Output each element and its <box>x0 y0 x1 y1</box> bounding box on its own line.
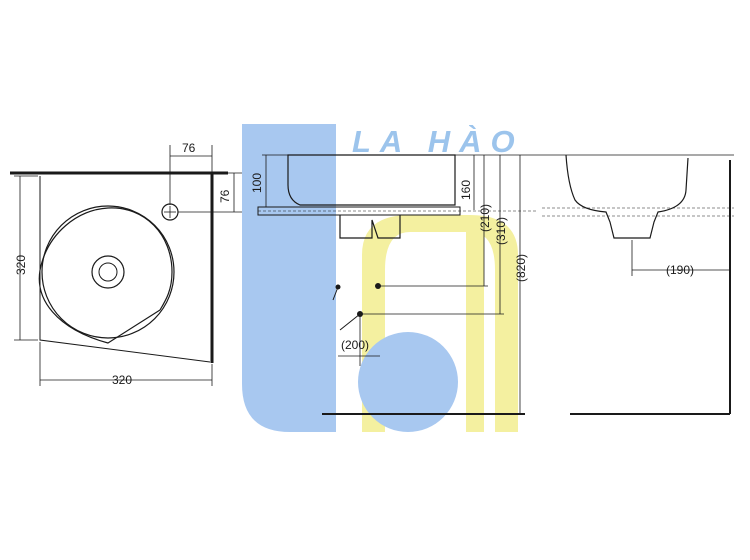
supply-point <box>375 283 381 289</box>
basin-outline <box>38 207 173 344</box>
dim-76-horizontal: 76 <box>182 141 196 155</box>
dim-76-vertical: 76 <box>218 189 232 203</box>
side-view: (190) <box>536 154 734 415</box>
watermark-text: LA HÀO <box>352 124 524 159</box>
dim-190: (190) <box>666 263 694 277</box>
dim-320-horizontal: 320 <box>112 373 132 387</box>
watermark-blue-circle <box>358 332 458 432</box>
dim-100: 100 <box>250 173 264 193</box>
side-basin <box>565 154 689 239</box>
drain-outer <box>91 255 125 289</box>
dim-320-vertical: 320 <box>14 255 28 275</box>
dim-820: (820) <box>514 254 528 282</box>
drain-tail <box>339 215 401 239</box>
watermark-logo: LA HÀO <box>242 124 524 432</box>
dim-200: (200) <box>341 338 369 352</box>
watermark-yellow-bar <box>466 232 484 432</box>
drain-inner <box>98 262 118 282</box>
dim-310: (310) <box>494 217 508 245</box>
plan-view: 76 76 320 320 <box>10 141 242 387</box>
front-view: 100 160 (210) (310) (820) (200) <box>250 154 536 415</box>
dim-210: (210) <box>478 204 492 232</box>
dim-160: 160 <box>459 180 473 200</box>
basin-section <box>287 154 456 206</box>
watermark-blue-arch <box>242 124 336 432</box>
